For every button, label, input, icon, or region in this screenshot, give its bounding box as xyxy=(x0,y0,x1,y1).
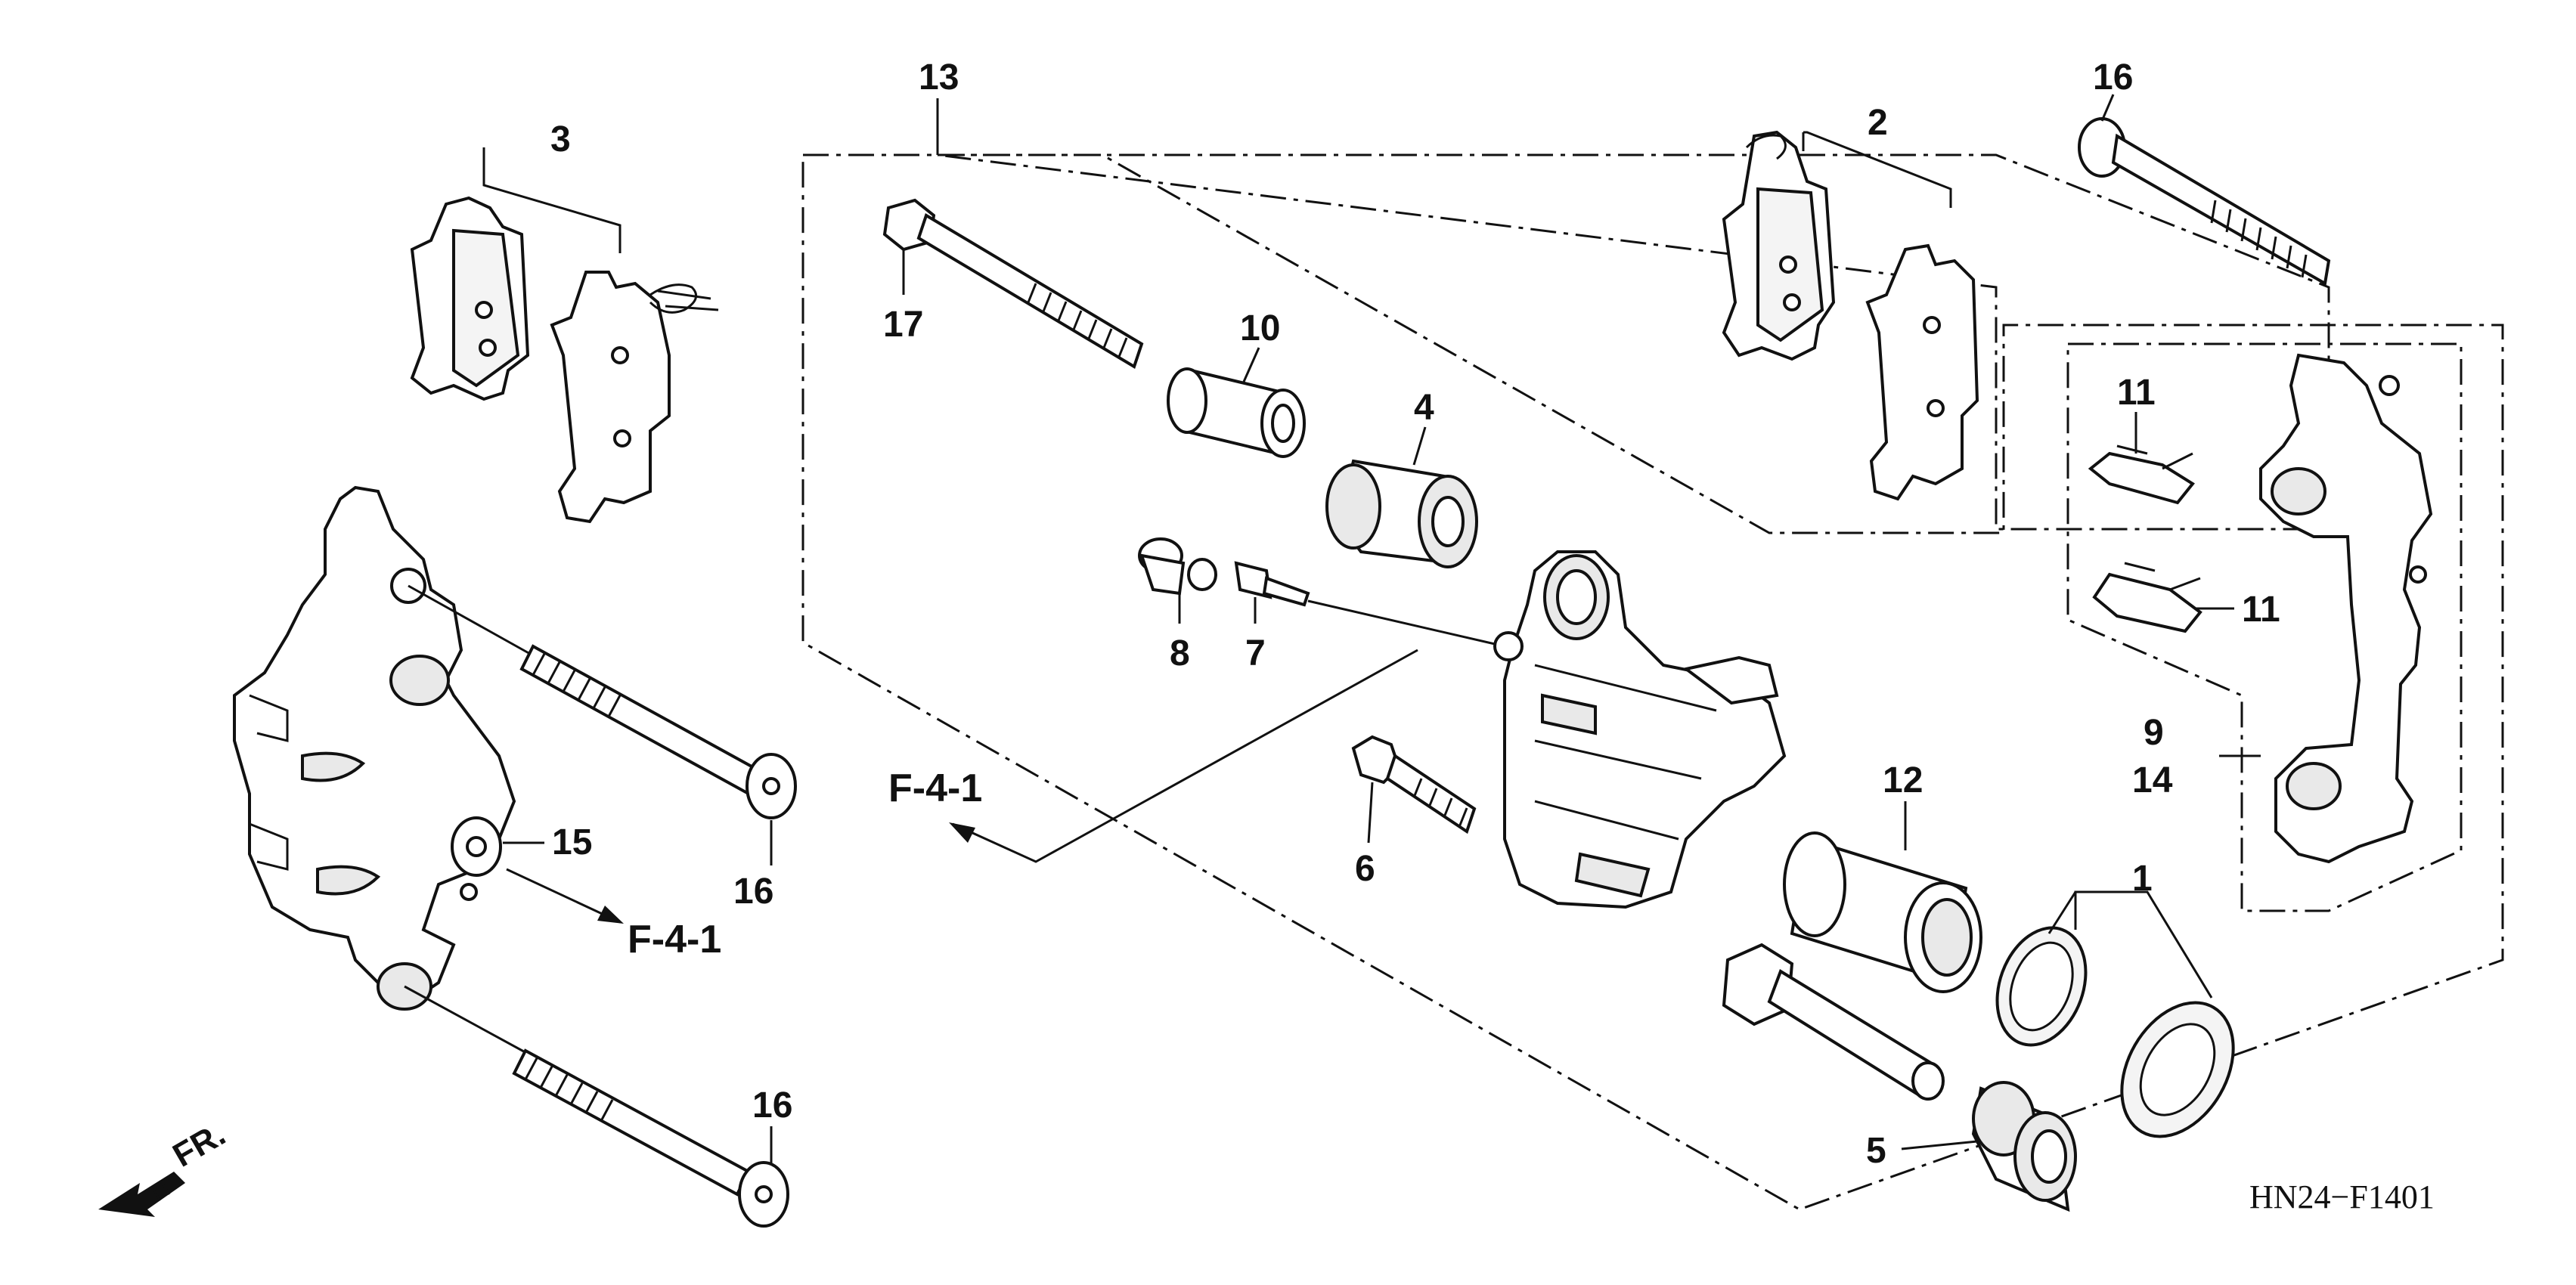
leader-5 xyxy=(1901,1140,1978,1150)
assembly-13-outline-main xyxy=(801,153,2504,1211)
leader-10 xyxy=(1242,347,1260,382)
bolt-16-left-lower xyxy=(404,985,789,1228)
callout-7: 7 xyxy=(1245,633,1266,673)
callout-15: 15 xyxy=(552,822,592,862)
callout-16-left-upper: 16 xyxy=(733,872,773,912)
callout-9: 9 xyxy=(2144,713,2164,753)
reference-arrowhead-center xyxy=(949,822,975,843)
callout-10: 10 xyxy=(1240,308,1280,348)
bleeder-cap-8 xyxy=(1138,537,1217,596)
diagram-code: HN24−F1401 xyxy=(2249,1178,2435,1215)
brake-pad-2-rear xyxy=(1865,243,1979,501)
front-direction-label: FR. xyxy=(167,1116,232,1175)
callout-13: 13 xyxy=(919,57,959,98)
assembly-9-outline xyxy=(2066,342,2463,912)
piston-12 xyxy=(1783,831,1982,993)
bolt-16-left-upper xyxy=(408,584,797,819)
callout-17: 17 xyxy=(883,305,923,345)
reference-arrowhead-left xyxy=(597,906,624,924)
brake-pad-3-rear xyxy=(550,271,719,524)
callout-11-upper: 11 xyxy=(2117,373,2156,413)
callout-5: 5 xyxy=(1866,1131,1886,1171)
brake-pad-2-front xyxy=(1722,130,1836,361)
brake-pad-3-front xyxy=(410,196,530,401)
leader-16-top xyxy=(2100,94,2115,122)
leader-1 xyxy=(2074,890,2213,999)
boot-5 xyxy=(1971,1081,2077,1212)
bolt-16-top xyxy=(2078,117,2331,286)
callout-14: 14 xyxy=(2132,760,2173,800)
bleeder-valve-7 xyxy=(1234,561,1310,607)
sleeve-10 xyxy=(1167,367,1306,458)
reference-label-center: F-4-1 xyxy=(888,766,982,810)
bolt-17 xyxy=(882,198,1144,369)
leader-2 xyxy=(1803,131,1952,208)
leader-bleeder-to-caliper xyxy=(1307,599,1505,648)
bolt-6 xyxy=(1351,735,1477,834)
caliper-assembly-15 xyxy=(233,485,516,1011)
callout-2: 2 xyxy=(1868,103,1888,143)
callout-16-left-lower: 16 xyxy=(752,1085,792,1126)
callout-6: 6 xyxy=(1355,849,1375,889)
callout-1: 1 xyxy=(2132,859,2153,899)
boot-4 xyxy=(1325,459,1478,568)
leader-6 xyxy=(1367,782,1374,844)
slide-pin xyxy=(1722,943,1945,1101)
callout-12: 12 xyxy=(1883,760,1923,800)
caliper-bracket-9-14 xyxy=(2259,353,2433,864)
front-direction-arrow-icon xyxy=(98,1172,185,1217)
piston-seal-1 xyxy=(1995,926,2088,1047)
callout-11-lower: 11 xyxy=(2242,590,2280,630)
retainer-clip-11-upper xyxy=(2088,444,2195,505)
callout-8: 8 xyxy=(1170,633,1190,673)
dust-seal-1 xyxy=(2120,1001,2235,1138)
retainer-clip-11-lower xyxy=(2092,562,2202,633)
callout-4: 4 xyxy=(1414,388,1434,428)
leader-4 xyxy=(1412,426,1427,466)
callout-16-top: 16 xyxy=(2093,57,2133,98)
leader-3 xyxy=(482,147,622,253)
callout-3: 3 xyxy=(550,119,571,159)
caliper-body-center xyxy=(1493,550,1787,909)
reference-arrow-center xyxy=(952,649,1418,863)
reference-label-left: F-4-1 xyxy=(628,918,721,961)
leader-1-b xyxy=(2047,891,2077,934)
